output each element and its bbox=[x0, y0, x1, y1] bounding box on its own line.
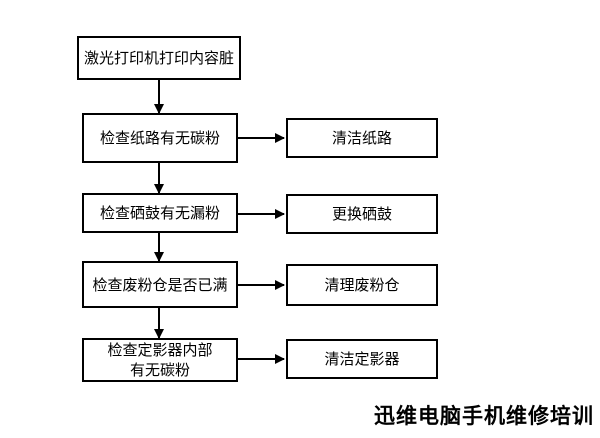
action-box-3: 清理废粉仓 bbox=[286, 264, 438, 306]
check-label-1: 检查纸路有无碳粉 bbox=[99, 129, 220, 147]
action-label-4: 清洁定影器 bbox=[324, 350, 400, 368]
check-label-3: 检查废粉仓是否已满 bbox=[92, 275, 228, 294]
action-box-2: 更换硒鼓 bbox=[286, 194, 438, 234]
action-label-3: 清理废粉仓 bbox=[324, 276, 400, 294]
action-box-1: 清洁纸路 bbox=[286, 118, 438, 158]
check-label-2: 检查硒鼓有无漏粉 bbox=[99, 204, 220, 222]
action-label-2: 更换硒鼓 bbox=[331, 205, 392, 223]
start-label: 激光打印机打印内容脏 bbox=[83, 49, 234, 67]
check-box-4: 检查定影器内部 有无碳粉 bbox=[82, 338, 238, 382]
check-box-1: 检查纸路有无碳粉 bbox=[82, 113, 238, 163]
check-label-4: 检查定影器内部 有无碳粉 bbox=[107, 341, 213, 379]
action-box-4: 清洁定影器 bbox=[286, 339, 438, 379]
start-box: 激光打印机打印内容脏 bbox=[77, 36, 241, 80]
check-box-2: 检查硒鼓有无漏粉 bbox=[82, 193, 238, 233]
check-box-3: 检查废粉仓是否已满 bbox=[82, 261, 238, 308]
watermark-text: 迅维电脑手机维修培训 bbox=[374, 404, 594, 428]
action-label-1: 清洁纸路 bbox=[331, 129, 392, 147]
